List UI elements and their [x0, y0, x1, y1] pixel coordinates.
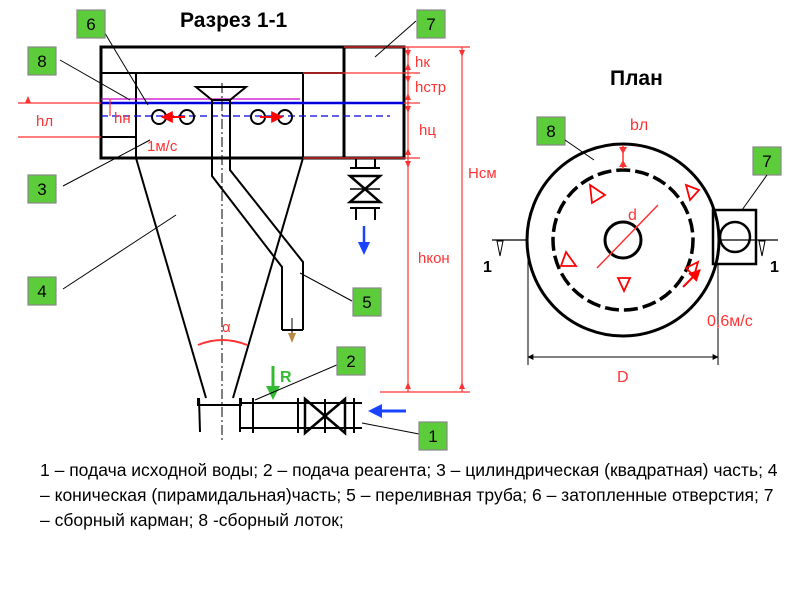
cut-label-right: 1: [770, 259, 779, 276]
plan-label-speed: 0,6м/с: [707, 313, 753, 330]
badge-1-label: 1: [428, 427, 437, 446]
pocket-outflow-icon: [358, 242, 370, 255]
d-dimension: [596, 204, 659, 269]
plan-label-D: D: [617, 369, 629, 386]
label-hsm: Hсм: [468, 165, 497, 182]
badge-8: [27, 46, 57, 76]
badge-3: [27, 174, 57, 204]
plan-label-bl: bл: [630, 117, 648, 134]
overflow-funnel: [193, 86, 249, 101]
pocket-outlet-pipe: [355, 208, 376, 220]
leader-lines: [59, 20, 420, 435]
label-hts: hц: [419, 122, 436, 139]
cut-arrow-left-icon: [496, 240, 504, 257]
badge-5-label: 5: [362, 293, 371, 312]
plan-badge-7: [752, 146, 782, 176]
plan-title: План: [610, 67, 663, 90]
cone-right-wall: [232, 157, 304, 399]
plan-speed-arrow: [682, 269, 701, 288]
badge-1: [418, 421, 448, 451]
plan-leader-7: [741, 174, 768, 211]
cone-left-wall: [135, 157, 207, 399]
badge-7-label: 7: [426, 15, 435, 34]
plan-badge-8-label: 8: [546, 122, 555, 141]
bl-tick-bottom: [619, 160, 627, 167]
badge-4: [27, 276, 57, 306]
badge-7: [416, 9, 446, 39]
plan-label-d: d: [628, 207, 637, 224]
cone-bottom-nozzle: [197, 398, 242, 406]
reagent-arrow-icon: [266, 386, 280, 400]
plan-badge-7-label: 7: [762, 152, 771, 171]
badge-6-label: 6: [86, 15, 95, 34]
dimension-ticks: [25, 50, 465, 389]
bl-tick-top: [619, 147, 627, 154]
label-hkon: hкон: [418, 250, 450, 267]
plan-outer-circle: [525, 142, 721, 338]
badge-4-label: 4: [37, 282, 46, 301]
label-hk: hк: [415, 54, 430, 71]
label-alpha: α: [222, 319, 231, 336]
label-hn: hн: [114, 110, 131, 127]
badge-5: [352, 287, 382, 317]
plan-collection-pocket: [711, 208, 758, 266]
reagent-label: R: [280, 369, 292, 386]
badge-6: [76, 9, 106, 39]
plan-inner-dashed-circle: [551, 168, 695, 312]
badge-8-label: 8: [37, 52, 46, 71]
badge-2: [336, 346, 366, 376]
cut-label-left: 1: [483, 259, 492, 276]
badge-3-label: 3: [37, 180, 46, 199]
label-hstr: hстр: [415, 79, 446, 96]
plan-pocket-pipe: [718, 220, 752, 254]
label-speed-section: 1м/с: [147, 138, 178, 155]
cone-angle-arc: [197, 339, 248, 346]
plan-central-pipe: [603, 220, 643, 260]
badge-2-label: 2: [346, 352, 355, 371]
inflow-arrow-icon: [368, 404, 382, 418]
plan-badge-8: [536, 116, 566, 146]
pocket-valve-icon: [346, 174, 384, 204]
plan-leader-8: [564, 139, 595, 161]
label-hl: hл: [36, 113, 53, 130]
cut-arrow-right-icon: [758, 240, 766, 257]
plan-flow-arrows: [559, 183, 701, 294]
overflow-pipe: [211, 100, 304, 331]
inlet-valve-icon: [303, 396, 347, 436]
legend-text: 1 – подача исходной воды; 2 – подача реа…: [40, 460, 778, 530]
bottom-pipe: [198, 397, 241, 433]
overflow-arrow-icon: [288, 333, 296, 343]
section-title: Разрез 1-1: [180, 9, 288, 32]
